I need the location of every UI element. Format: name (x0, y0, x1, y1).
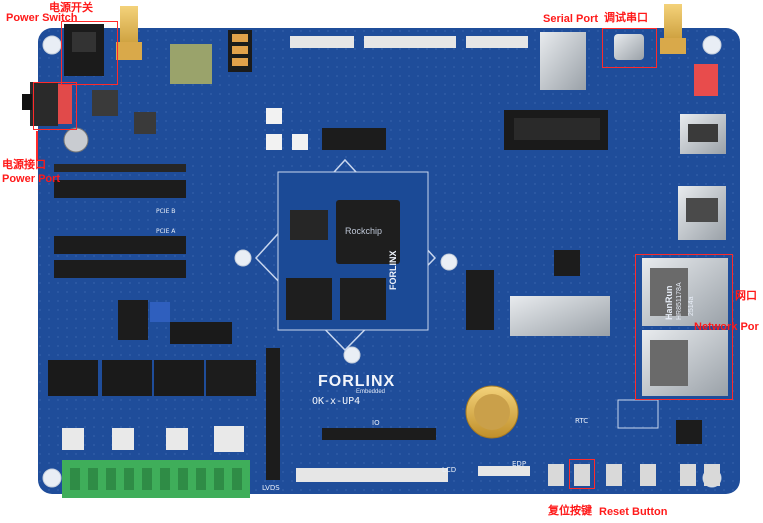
pcie-slot-a (54, 236, 186, 254)
pcie-a-label: PCIE A (156, 228, 176, 235)
reset-label-en: Reset Button (599, 506, 668, 518)
reset-button-highlight (569, 459, 595, 489)
serial-port-highlight (602, 28, 657, 68)
leader-line (36, 131, 38, 161)
usb-c-debug (614, 34, 644, 60)
network-label-en: Network Por (694, 321, 759, 333)
fpc-connector (364, 36, 456, 48)
rtc-label: RTC (575, 417, 589, 425)
network-port-highlight (635, 254, 733, 400)
mount-hole (343, 346, 361, 364)
button (606, 464, 622, 486)
soc-chip (336, 200, 400, 264)
mount-hole (702, 35, 722, 55)
power-switch (30, 82, 58, 126)
lvds-header (266, 348, 280, 480)
wifi-module (170, 44, 212, 84)
serial-port-label-cn: 调试串口 (604, 11, 648, 24)
network-label-cn: 网口 (735, 289, 757, 302)
lcd-label: LCD (442, 466, 457, 474)
power-port-label-cn: 电源接口 (2, 158, 46, 171)
button (548, 464, 564, 486)
ram-chip (340, 278, 386, 320)
power-switch-highlight (33, 82, 77, 130)
mount-hole (440, 253, 458, 271)
ram-chip (286, 278, 332, 320)
mount-hole (42, 35, 62, 55)
edp-label: EDP (512, 460, 527, 468)
pcie-slot-b (54, 180, 186, 198)
som-brand: FORLINX (388, 250, 398, 291)
brand-subtext: Embedded (356, 389, 386, 395)
lvds-label: LVDS (262, 484, 280, 492)
power-switch-label-en: Power Switch (6, 12, 78, 24)
io-label: IO (372, 419, 380, 427)
board-model: OK-x-UP4 (312, 396, 361, 407)
pcie-b-label: PCIE B (156, 208, 176, 215)
reset-label-cn: 复位按键 (548, 504, 592, 517)
serial-port-label-en: Serial Port (543, 13, 599, 25)
fpc-connector (290, 36, 354, 48)
power-port-highlight (61, 21, 118, 85)
power-switch-label-cn: 电源开关 (49, 1, 93, 14)
sd-card-slot (540, 32, 586, 90)
fpc-connector (466, 36, 528, 48)
chip-brand: Rockchip (345, 226, 383, 236)
reset-switch (574, 464, 590, 486)
power-port-label-en: Power Port (2, 173, 61, 185)
mount-hole (234, 249, 252, 267)
brand-logo: FORLINX (318, 373, 396, 390)
mount-hole (42, 468, 62, 488)
